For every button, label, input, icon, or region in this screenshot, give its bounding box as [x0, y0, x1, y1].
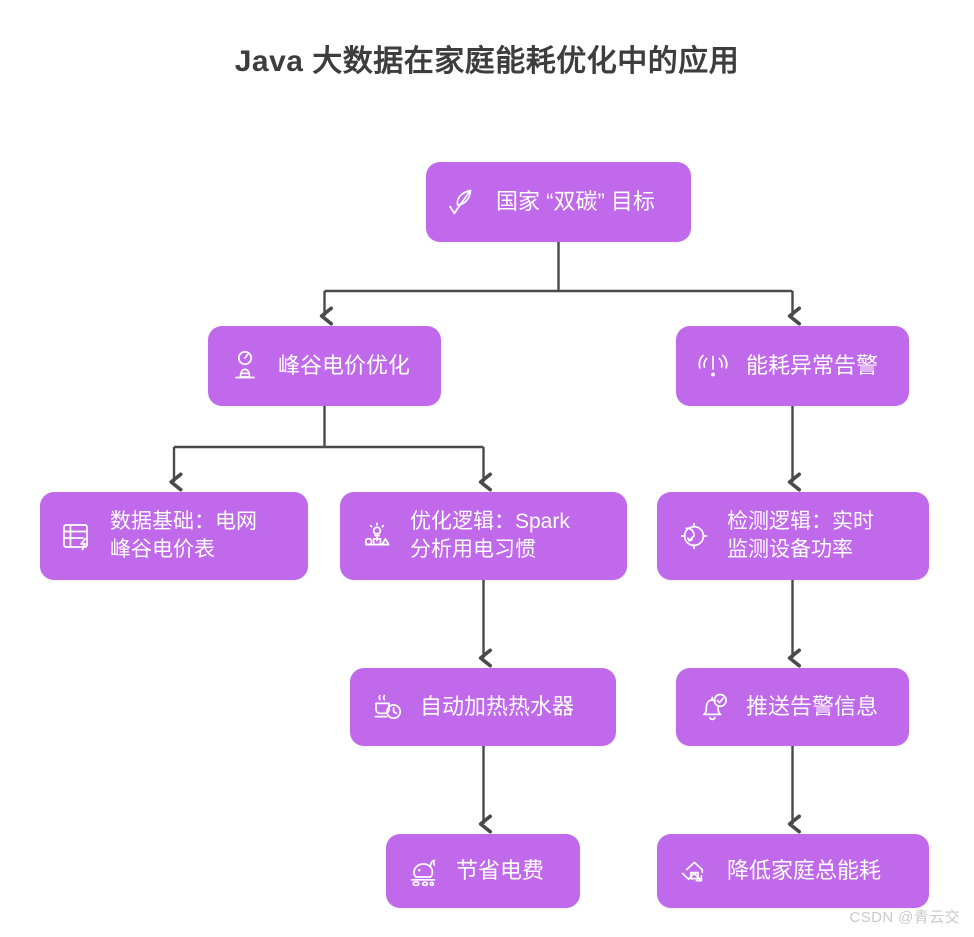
node-data-basis[interactable]: 数据基础：电网 峰谷电价表: [40, 492, 308, 580]
radar-target-icon: [673, 515, 715, 557]
node-goal-label: 国家 “双碳” 目标: [496, 189, 655, 215]
node-peak-valley-label: 峰谷电价优化: [278, 353, 411, 379]
node-detect-logic-label: 检测逻辑：实时 监测设备功率: [727, 510, 874, 561]
node-goal[interactable]: 国家 “双碳” 目标: [426, 162, 691, 242]
table-bolt-icon: [56, 515, 98, 557]
node-save-bill[interactable]: 节省电费: [386, 834, 580, 908]
node-data-basis-label: 数据基础：电网 峰谷电价表: [110, 510, 257, 561]
node-energy-alert-label: 能耗异常告警: [746, 353, 879, 379]
leaf-check-icon: [442, 181, 484, 223]
node-optimize-logic[interactable]: 优化逻辑：Spark 分析用电习惯: [340, 492, 627, 580]
node-peak-valley[interactable]: 峰谷电价优化: [208, 326, 441, 406]
gauge-meter-icon: [224, 345, 266, 387]
node-save-bill-label: 节省电费: [456, 858, 545, 884]
node-auto-heater-label: 自动加热热水器: [420, 694, 575, 720]
node-push-alert[interactable]: 推送告警信息: [676, 668, 909, 746]
alert-signal-icon: [692, 345, 734, 387]
watermark: CSDN @青云交: [849, 909, 960, 926]
node-detect-logic[interactable]: 检测逻辑：实时 监测设备功率: [657, 492, 929, 580]
node-push-alert-label: 推送告警信息: [746, 694, 879, 720]
node-auto-heater[interactable]: 自动加热热水器: [350, 668, 616, 746]
node-energy-alert[interactable]: 能耗异常告警: [676, 326, 909, 406]
piggy-bank-icon: [402, 850, 444, 892]
page-title: Java 大数据在家庭能耗优化中的应用: [234, 45, 740, 78]
insight-analytics-icon: [356, 515, 398, 557]
node-reduce-total-label: 降低家庭总能耗: [727, 858, 882, 884]
bell-check-icon: [692, 686, 734, 728]
house-down-arrow-icon: [673, 850, 715, 892]
node-optimize-logic-label: 优化逻辑：Spark 分析用电习惯: [410, 510, 570, 561]
node-reduce-total[interactable]: 降低家庭总能耗: [657, 834, 929, 908]
water-heater-timer-icon: [366, 686, 408, 728]
